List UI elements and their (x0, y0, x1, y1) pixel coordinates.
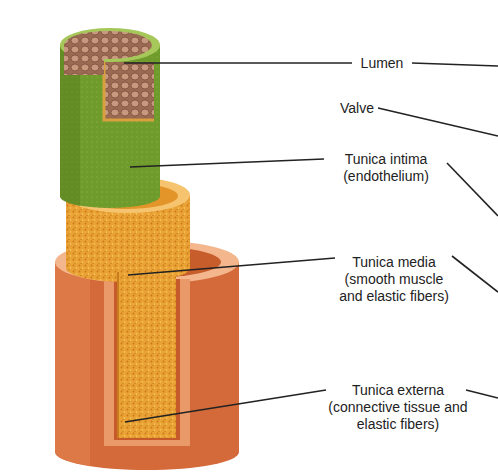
tunica-intima (60, 28, 160, 208)
part-label: Tunica intima (endothelium) (322, 151, 450, 185)
lumen (64, 31, 152, 75)
part-label: Tunica media (smooth muscle and elastic … (334, 254, 454, 305)
tunica-media (66, 177, 190, 438)
leader-lines (124, 63, 498, 422)
part-label: Tunica externa (connective tissue and el… (316, 382, 480, 433)
part-label: Lumen (352, 55, 412, 72)
part-label: Valve (332, 100, 382, 117)
